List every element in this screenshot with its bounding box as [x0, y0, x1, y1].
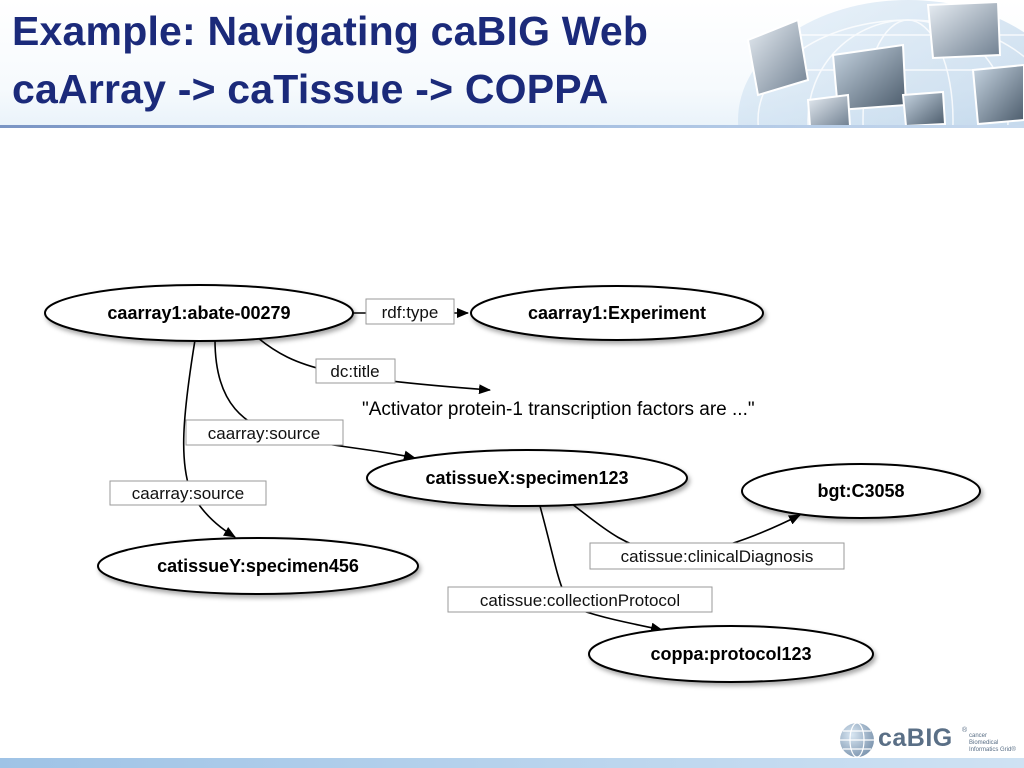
edge-label-rdf-type-text: rdf:type: [382, 303, 439, 322]
node-c3058-label: bgt:C3058: [817, 481, 904, 501]
node-protocol123: coppa:protocol123: [588, 625, 874, 683]
slide-title-line-1: Example: Navigating caBIG Web: [12, 8, 649, 54]
footer-band: [0, 758, 1024, 768]
node-protocol123-label: coppa:protocol123: [650, 644, 811, 664]
node-experiment: caarray1:Experiment: [470, 285, 764, 341]
edge-label-collection-protocol-text: catissue:collectionProtocol: [480, 591, 680, 610]
edge-label-rdf-type: rdf:type: [365, 298, 455, 325]
node-abate-label: caarray1:abate-00279: [107, 303, 290, 323]
header-globe-collage: [738, 0, 1024, 126]
edge-label-clinical-diagnosis: catissue:clinicalDiagnosis: [589, 542, 845, 570]
node-specimen456: catissueY:specimen456: [97, 537, 419, 595]
node-specimen456-label: catissueY:specimen456: [157, 556, 359, 576]
edge-label-caarray-source-2: caarray:source: [109, 480, 267, 506]
edge-label-caarray-source-2-text: caarray:source: [132, 484, 244, 503]
node-abate: caarray1:abate-00279: [44, 284, 354, 342]
slide-header: Example: Navigating caBIG Web caArray ->…: [0, 0, 1024, 126]
cabig-logo: caBIG ® cancer Biomedical Informatics Gr…: [838, 720, 1018, 760]
edge-label-dc-title-text: dc:title: [330, 362, 379, 381]
globe-icon: [840, 722, 874, 758]
slide-title-line-2: caArray -> caTissue -> COPPA: [12, 66, 609, 112]
literal-title-value: "Activator protein-1 transcription facto…: [362, 399, 755, 420]
header-divider: [0, 125, 1024, 128]
edge-label-caarray-source-1-text: caarray:source: [208, 424, 320, 443]
node-specimen123: catissueX:specimen123: [366, 449, 688, 507]
node-experiment-label: caarray1:Experiment: [528, 303, 706, 323]
logo-wordmark: caBIG: [878, 724, 953, 752]
edge-label-dc-title: dc:title: [315, 358, 396, 384]
node-c3058: bgt:C3058: [741, 463, 981, 519]
edge-label-clinical-diagnosis-text: catissue:clinicalDiagnosis: [621, 547, 814, 566]
logo-tagline: cancer Biomedical Informatics Grid®: [969, 733, 1016, 753]
edge-label-caarray-source-1: caarray:source: [185, 419, 344, 446]
edge-label-collection-protocol: catissue:collectionProtocol: [447, 586, 713, 613]
logo-registered-mark: ®: [962, 727, 968, 734]
node-specimen123-label: catissueX:specimen123: [425, 468, 628, 488]
